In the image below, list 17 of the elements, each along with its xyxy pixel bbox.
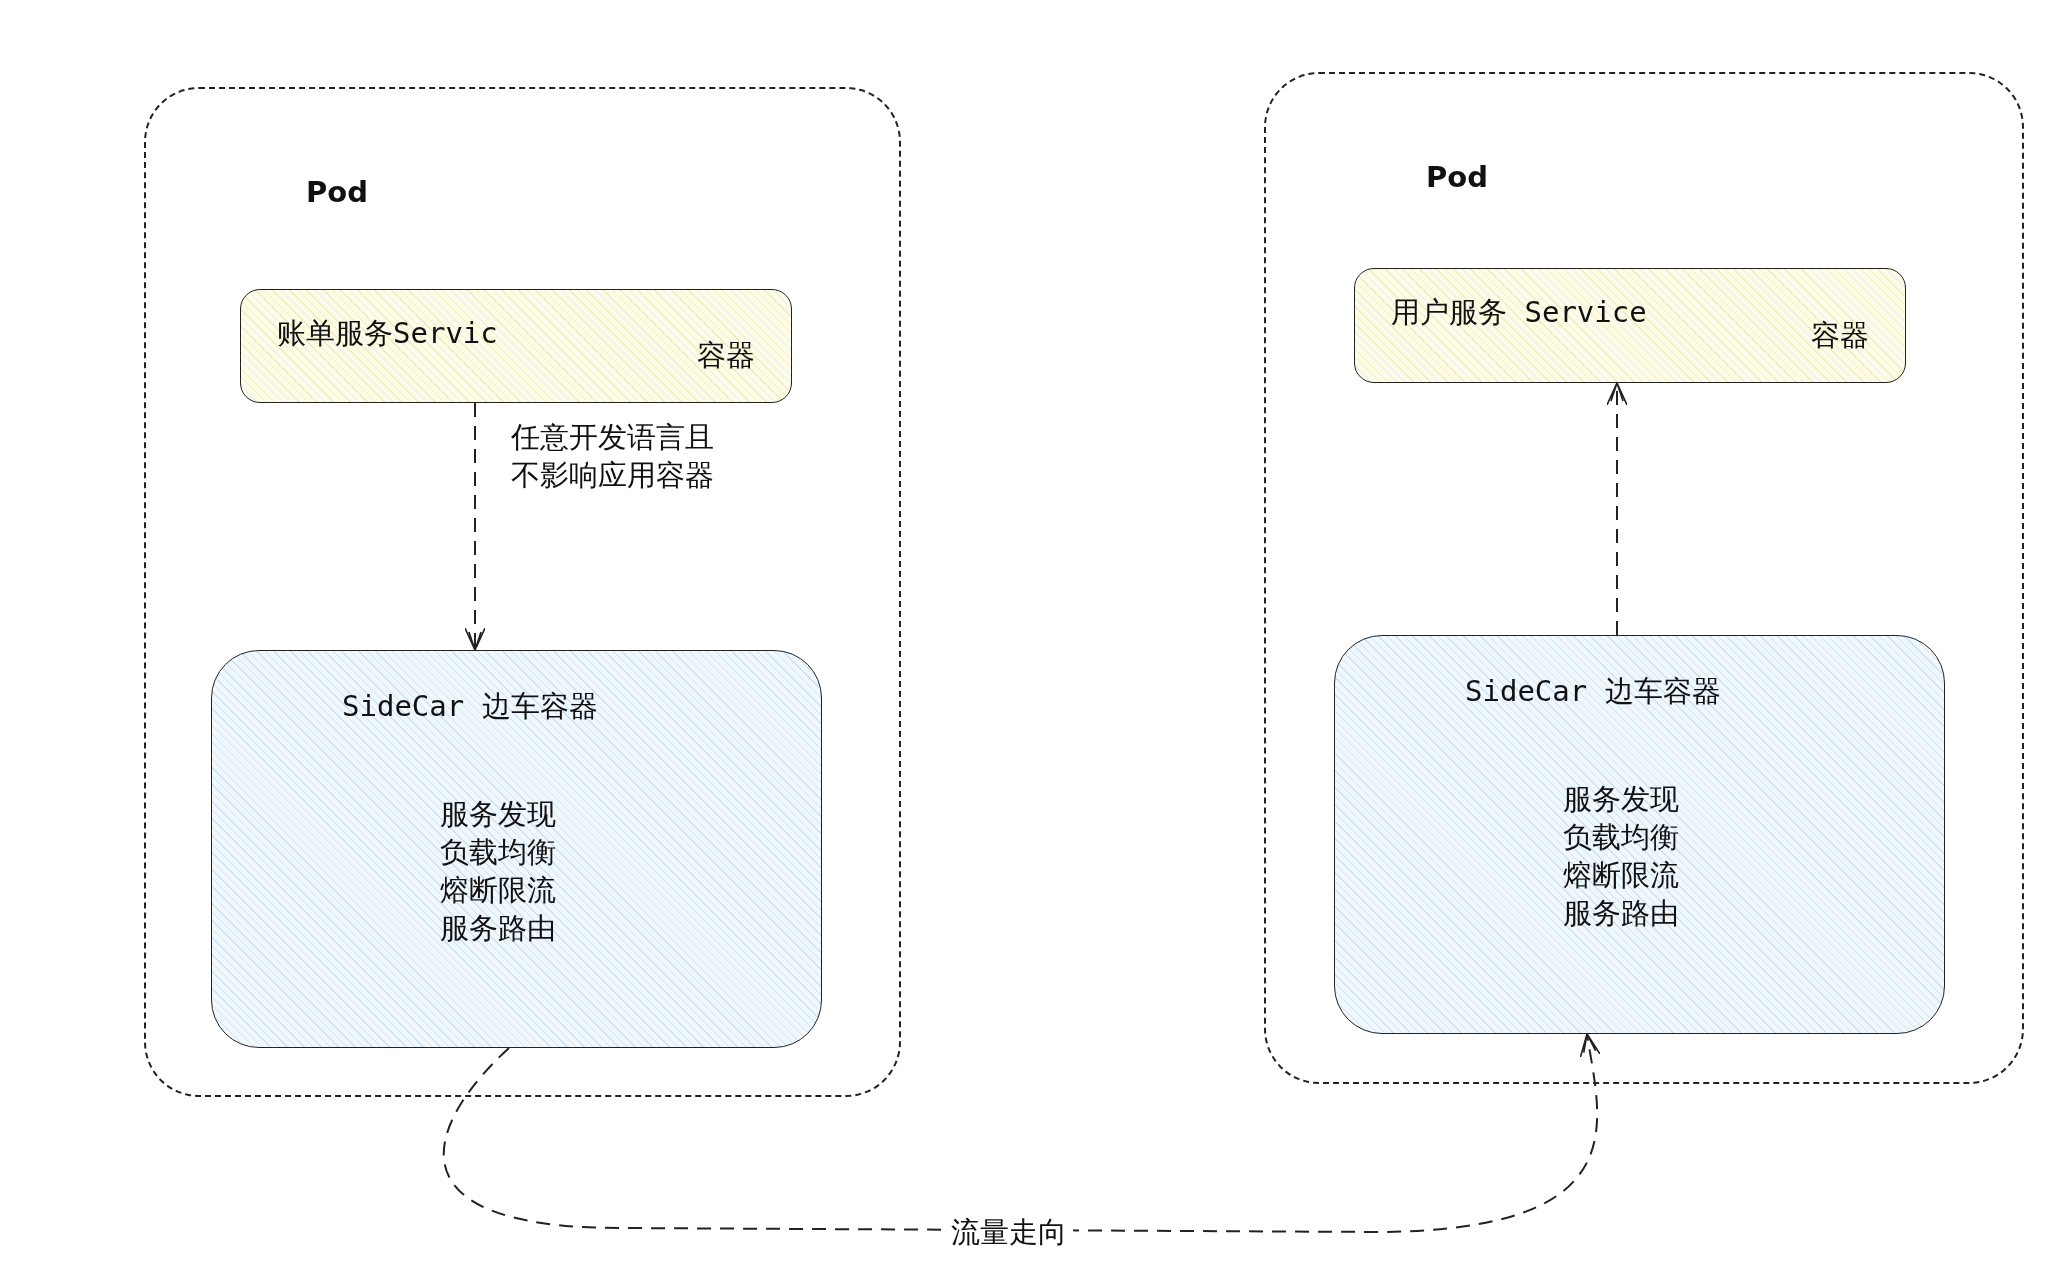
pod-boundary <box>1264 72 2024 1084</box>
container-label: 容器 <box>697 337 755 374</box>
feature-list: 服务发现负载均衡熔断限流服务路由 <box>440 795 559 947</box>
pod-label: Pod <box>1426 160 1488 194</box>
sidecar-title: SideCar 边车容器 <box>1465 673 1721 710</box>
container-box <box>1354 268 1906 383</box>
sidecar-box <box>211 650 822 1048</box>
container-box <box>240 289 792 403</box>
container-label: 容器 <box>1811 317 1869 354</box>
sidecar-title: SideCar 边车容器 <box>342 688 598 725</box>
service-name: 账单服务Servic <box>277 315 498 352</box>
pod-boundary <box>144 87 901 1097</box>
edge-label: 任意开发语言且不影响应用容器 <box>510 419 715 494</box>
service-name: 用户服务 Service <box>1391 294 1647 331</box>
sidecar-box <box>1334 635 1945 1034</box>
feature-list: 服务发现负载均衡熔断限流服务路由 <box>1563 780 1682 932</box>
pod-label: Pod <box>306 175 368 209</box>
